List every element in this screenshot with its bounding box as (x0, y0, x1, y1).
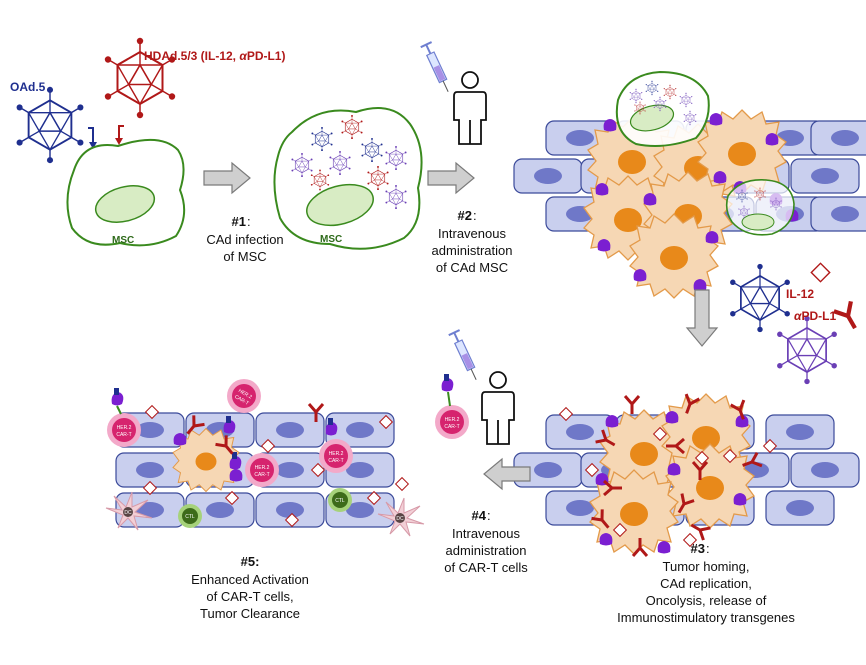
car-t-label-1a: HER.2 (117, 425, 132, 431)
oad5-label: OAd.5 (10, 80, 46, 94)
step5-line2: of CAR-T cells, (206, 589, 293, 604)
msc-label-1: MSC (112, 235, 134, 246)
step1-line1: CAd infection (206, 232, 283, 247)
step3-line4: Immunostimulatory transgenes (617, 610, 795, 625)
step5-line3: Tumor Clearance (200, 606, 300, 621)
step2-line2: administration (432, 243, 513, 258)
apdl1-label: αPD-L1 (794, 309, 836, 323)
arrow-step3 (685, 289, 719, 347)
step4-number: #4 (472, 508, 487, 523)
antibody-legend (834, 301, 864, 333)
step3-colon: : (706, 541, 710, 556)
syringe-icon-bottom (447, 329, 483, 384)
step4-colon: : (487, 508, 491, 523)
car-t-label-4a: HER.2 (329, 451, 344, 457)
hdad-entry-arrow (118, 125, 124, 140)
syringe-icon-top (419, 41, 455, 96)
step5-line1: Enhanced Activation (191, 572, 309, 587)
car-t-label-1b: CAR-T (116, 432, 131, 438)
il12-diamond-legend (810, 262, 831, 283)
oad5-entry-arrow (88, 127, 94, 145)
car-receptors-step5 (111, 388, 338, 482)
car-t-label-3b: CAR-T (254, 472, 269, 478)
dc-label-2: DC (396, 516, 404, 522)
oad5-virus (15, 85, 85, 165)
msc-infected-nucleus (306, 183, 374, 227)
step3-line3: Oncolysis, release of (646, 593, 767, 608)
car-t-cell-icon-step4 (435, 374, 469, 439)
released-blue-virus (729, 262, 791, 334)
step2-number: #2 (458, 208, 472, 223)
il12-label: IL-12 (786, 287, 814, 301)
step2-line3: of CAd MSC (436, 260, 508, 275)
step2-line1: Intravenous (438, 226, 506, 241)
arrow-step1 (203, 162, 251, 194)
step4-line1: Intravenous (452, 526, 520, 541)
step1-number: #1 (232, 214, 246, 229)
msc-label-2: MSC (320, 234, 342, 245)
step3-number: #3 (691, 541, 705, 556)
step1-colon: : (247, 214, 251, 229)
released-purple-virus (776, 314, 838, 386)
person-icon-bottom (481, 371, 515, 445)
ctl-label-1: CTL (185, 514, 195, 520)
msc-nucleus (94, 185, 156, 223)
car-t-label-4b: CAR-T (328, 458, 343, 464)
person-icon-top (453, 71, 487, 145)
step3-line2: CAd replication, (660, 576, 752, 591)
car-t-label-step4-2: CAR-T (444, 424, 459, 430)
step4-line2: administration (446, 543, 527, 558)
step2-colon: : (473, 208, 477, 223)
car-t-label-3a: HER.2 (255, 465, 270, 471)
step5-number: #5: (241, 554, 260, 569)
step1-line2: of MSC (223, 249, 266, 264)
dc-label-1: DC (124, 510, 132, 516)
step4-line3: of CAR-T cells (444, 560, 528, 575)
step3-line1: Tumor homing, (663, 559, 750, 574)
ctl-label-2: CTL (335, 498, 345, 504)
arrow-step2 (427, 162, 475, 194)
hdad-label: HDAd.5/3 (IL-12, αPD-L1) (144, 49, 285, 63)
car-t-label-step4-1: HER.2 (445, 417, 460, 423)
